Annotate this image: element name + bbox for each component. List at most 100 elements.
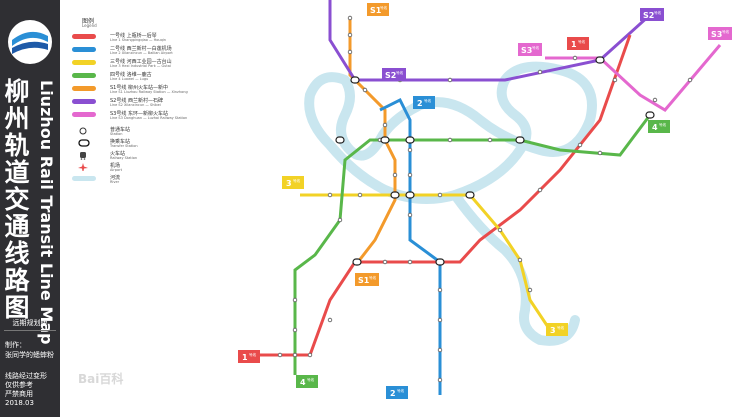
sidebar-divider <box>4 330 56 331</box>
footer-date: 2018.03 <box>5 399 34 407</box>
svg-text:号线: 号线 <box>249 352 257 357</box>
line-s2-swatch <box>72 99 96 104</box>
footer-line: 严禁商用 <box>5 390 33 398</box>
liu-river <box>304 61 597 204</box>
line-4-route <box>293 114 652 375</box>
svg-text:S3: S3 <box>521 46 532 55</box>
svg-text:S3: S3 <box>711 30 722 39</box>
legend-line-s1: S1号线 柳州火车站—新中 Line S1 Liuzhou Railway St… <box>70 84 230 96</box>
metro-logo-icon <box>8 20 52 64</box>
svg-text:号线: 号线 <box>659 122 667 127</box>
legend-symbol-train: 火车站 Railway Station <box>70 150 230 162</box>
legend-sublabel: Transfer Station <box>110 144 138 148</box>
svg-text:S1: S1 <box>358 276 370 285</box>
line-2-swatch <box>72 47 96 52</box>
legend-label: 机场 <box>110 163 121 169</box>
transfer-symbol-icon <box>78 139 90 147</box>
svg-text:号线: 号线 <box>293 178 301 183</box>
footer-line: 线路经过变形 <box>5 372 47 380</box>
legend-sublabel: Railway Station <box>110 156 138 160</box>
legend-sublabel: Airport <box>110 168 122 172</box>
line-1-swatch <box>72 34 96 39</box>
liu-river-south <box>450 190 580 346</box>
author-label: 制作： <box>5 341 26 349</box>
legend-line-3: 三号线 河西工业园—古台山 Line 3 Hexi Industrial Par… <box>70 58 230 70</box>
legend-title: 图例 <box>82 18 95 25</box>
svg-text:3: 3 <box>550 326 556 335</box>
legend-label: S3号线 东环—新柳火车站 <box>110 111 168 117</box>
legend-symbol-river: 河流 River <box>70 174 230 186</box>
line-s3-swatch <box>72 112 96 117</box>
legend-line-s3: S3号线 东环—新柳火车站 Line S3 Donghuan — Luzhai … <box>70 110 230 122</box>
svg-text:S2: S2 <box>643 11 654 20</box>
line-s1-swatch <box>72 86 96 91</box>
station-symbol-icon <box>79 127 87 135</box>
legend-line-1: 一号线 上瓶桥—后琴 Line 1 Shangpingqiao — Houqin <box>70 32 230 44</box>
legend-line-4: 四号线 洛维—鹿古 Line 4 Luowei — Lugu <box>70 71 230 83</box>
stations <box>277 15 693 383</box>
legend-sublabel: Line 4 Luowei — Lugu <box>110 77 149 81</box>
svg-text:号线: 号线 <box>722 29 730 34</box>
legend-label: 换乘车站 <box>110 139 131 145</box>
legend-label: 三号线 河西工业园—古台山 <box>110 59 172 65</box>
line-4-swatch <box>72 73 96 78</box>
legend-line-s2: S2号线 西兰新村—石碑 Line S2 Xilanxincun — Shibe… <box>70 97 230 109</box>
svg-text:号线: 号线 <box>397 388 405 393</box>
airplane-icon <box>78 163 88 171</box>
transfer-stations <box>335 56 655 266</box>
svg-text:2: 2 <box>417 99 423 108</box>
svg-text:3: 3 <box>286 179 292 188</box>
map-title-english: Liuzhou Rail Transit Line Map <box>37 80 56 345</box>
legend-line-2: 二号线 西兰新村—白莲机场 Line 2 Xilanxincun — Baili… <box>70 45 230 57</box>
legend-sublabel: River <box>110 180 120 184</box>
svg-text:号线: 号线 <box>578 39 586 44</box>
line-3-swatch <box>72 60 96 65</box>
svg-text:号线: 号线 <box>369 275 377 280</box>
svg-text:号线: 号线 <box>380 5 388 10</box>
legend-symbol-airport: 机场 Airport <box>70 162 230 174</box>
legend-sublabel: Line 1 Shangpingqiao — Houqin <box>110 38 167 42</box>
svg-text:号线: 号线 <box>307 377 315 382</box>
line-2-route <box>379 97 442 395</box>
legend-label: S2号线 西兰新村—石碑 <box>110 98 163 104</box>
svg-text:号线: 号线 <box>557 325 565 330</box>
legend-label: 一号线 上瓶桥—后琴 <box>110 33 157 39</box>
svg-text:号线: 号线 <box>396 70 404 75</box>
legend-title-en: Legend <box>82 23 97 28</box>
author-name: 张同学的蟋蟀粉 <box>5 351 54 359</box>
svg-text:S2: S2 <box>385 71 396 80</box>
legend-label: 火车站 <box>110 151 126 157</box>
svg-text:4: 4 <box>300 378 306 387</box>
map-title-chinese: 柳州轨道交通线路图 <box>4 77 30 322</box>
legend-sublabel: Line 2 Xilanxincun — Bailian Airport <box>110 51 173 55</box>
map-edition: 远期规划版 <box>12 319 48 327</box>
footer-line: 仅供参考 <box>5 381 33 389</box>
author-credit: 制作： 张同学的蟋蟀粉 <box>5 340 59 360</box>
legend-sublabel: Line 3 Hexi Industrial Park — Gutai <box>110 64 171 68</box>
footer-notes: 线路经过变形 仅供参考 严禁商用 2018.03 <box>5 372 59 408</box>
river-swatch <box>72 176 96 181</box>
legend-label: 二号线 西兰新村—白莲机场 <box>110 46 172 52</box>
svg-text:1: 1 <box>242 353 248 362</box>
baike-watermark: Bai百科 <box>78 372 124 386</box>
badge-s1-top: S1号线 <box>367 3 389 16</box>
line-s2-route <box>328 0 652 82</box>
legend-label: 河流 <box>110 175 121 181</box>
svg-text:1: 1 <box>571 40 577 49</box>
legend-label: S1号线 柳州火车站—新中 <box>110 85 168 91</box>
legend-sublabel: Line S2 Xilanxincun — Shibei <box>110 103 161 107</box>
svg-text:号线: 号线 <box>532 45 540 50</box>
